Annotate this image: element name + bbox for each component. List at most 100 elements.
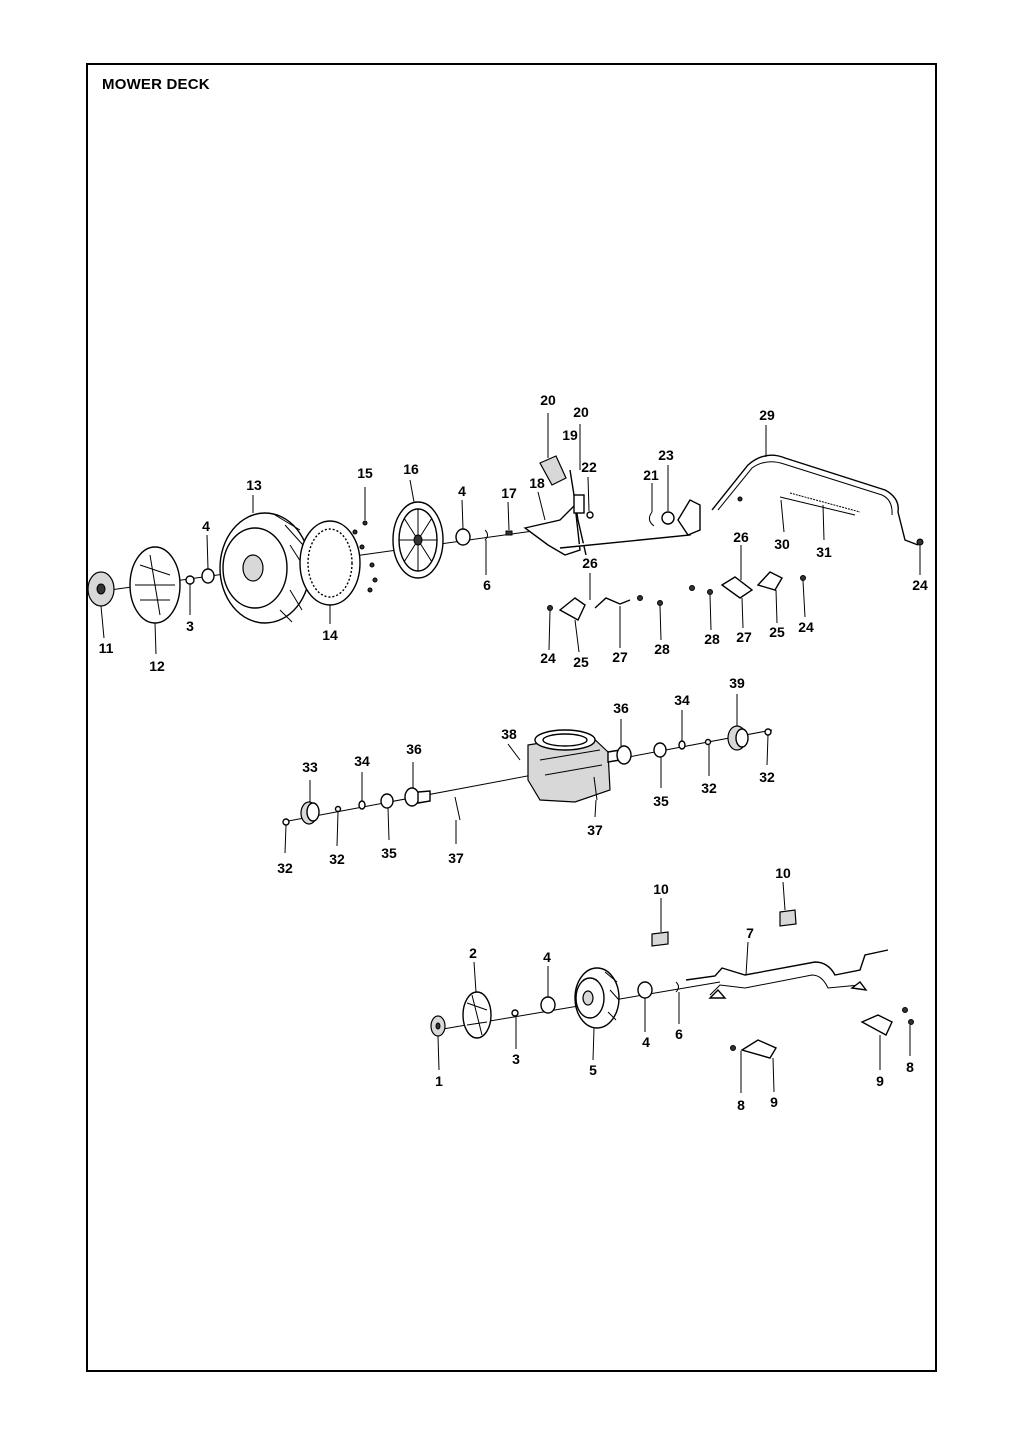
callout-27-a: 27: [736, 629, 752, 645]
rear-wheel-group: [87, 413, 924, 655]
page-title: MOWER DECK: [102, 76, 210, 93]
part-22: [586, 511, 594, 519]
parts-24-28-brackets-left: [547, 595, 663, 621]
callout-7: 7: [746, 925, 754, 941]
callout-26-a: 26: [733, 529, 749, 545]
callout-29: 29: [759, 407, 775, 423]
callout-24-a: 24: [912, 577, 928, 593]
callout-6-b: 6: [675, 1026, 683, 1042]
part-18-shaft-bracket: [523, 491, 581, 556]
part-19-20-lever: [539, 413, 587, 556]
leader-lines-3: [437, 881, 911, 1093]
callout-24-b: 24: [798, 619, 814, 635]
callout-14: 14: [322, 627, 338, 643]
callout-2: 2: [469, 945, 477, 961]
callout-4-a: 4: [458, 483, 466, 499]
leader-lines-1: [100, 425, 921, 655]
callout-4-b: 4: [202, 518, 210, 534]
callout-26-b: 26: [582, 555, 598, 571]
callout-35-b: 35: [381, 845, 397, 861]
callout-4-c: 4: [543, 949, 551, 965]
gearbox-axle-group: [282, 694, 773, 854]
callout-32-c: 32: [329, 851, 345, 867]
callout-25-b: 25: [573, 654, 589, 670]
callout-8-b: 8: [737, 1097, 745, 1113]
part-4-bearing-c: [540, 996, 556, 1014]
callout-9-b: 9: [770, 1094, 778, 1110]
callout-8-a: 8: [906, 1059, 914, 1075]
part-4-bearing-d: [637, 981, 653, 999]
callout-13: 13: [246, 477, 262, 493]
part-4-bearing: [201, 568, 215, 584]
callout-32-d: 32: [277, 860, 293, 876]
callout-31: 31: [816, 544, 832, 560]
part-10-clip-a: [651, 931, 669, 947]
callout-labels: 20 20 19 29 23 21 22 16 15 13 4 17 18 4 …: [99, 392, 928, 1113]
callout-30: 30: [774, 536, 790, 552]
part-37-pin-b: [593, 776, 598, 801]
callout-5: 5: [589, 1062, 597, 1078]
callout-3-a: 3: [186, 618, 194, 634]
callout-12: 12: [149, 658, 165, 674]
part-13-rear-wheel: [219, 512, 311, 624]
part-6-clip-b: [675, 981, 679, 993]
part-3-nut-b: [511, 1009, 519, 1017]
leader-lines-2: [284, 694, 769, 854]
callout-39: 39: [729, 675, 745, 691]
part-10-clip-b: [779, 909, 797, 927]
callout-32-a: 32: [759, 769, 775, 785]
callout-21: 21: [643, 467, 659, 483]
part-38-gearbox: [527, 729, 611, 803]
callout-36-a: 36: [613, 700, 629, 716]
front-axle-group: [430, 881, 914, 1093]
part-16-pulley: [392, 501, 444, 579]
callout-18: 18: [529, 475, 545, 491]
callout-37-b: 37: [448, 850, 464, 866]
callout-28-b: 28: [654, 641, 670, 657]
part-1-hub-cap: [430, 1015, 446, 1037]
part-23-washer: [661, 511, 675, 525]
part-35-bearing-b: [653, 742, 667, 758]
drawing-frame: [86, 63, 937, 1372]
callout-20-b: 20: [573, 404, 589, 420]
part-6-clip: [484, 529, 488, 541]
part-5-front-wheel: [574, 967, 620, 1029]
parts-24-28-brackets-right: [689, 571, 806, 599]
callout-1: 1: [435, 1073, 443, 1089]
callout-38: 38: [501, 726, 517, 742]
part-35-bearing-a: [380, 793, 394, 809]
part-36-bushing-b: [607, 745, 632, 765]
callout-11: 11: [99, 640, 114, 656]
part-34-washer-b: [678, 740, 686, 750]
callout-17: 17: [501, 485, 517, 501]
part-15-screws: [352, 487, 378, 593]
callout-36-b: 36: [406, 741, 422, 757]
callout-32-b: 32: [701, 780, 717, 796]
callout-19: 19: [562, 427, 578, 443]
part-4-bearing-b: [455, 528, 471, 546]
part-21-clip: [648, 511, 655, 527]
callout-27-b: 27: [612, 649, 628, 665]
part-36-bushing-a: [404, 787, 431, 807]
callout-6-a: 6: [483, 577, 491, 593]
callout-10-a: 10: [653, 881, 669, 897]
callout-22: 22: [581, 459, 597, 475]
parts-8-9-brackets: [730, 1007, 914, 1059]
part-32-clip-a: [282, 818, 290, 826]
part-14-ring-gear: [299, 520, 361, 606]
part-3-nut: [185, 575, 195, 585]
part-17-key: [505, 530, 513, 536]
part-34-washer-a: [358, 800, 366, 810]
callout-24-c: 24: [540, 650, 556, 666]
part-12-wheel-cover: [129, 546, 181, 624]
callout-16: 16: [403, 461, 419, 477]
callout-33: 33: [302, 759, 318, 775]
callout-20-a: 20: [540, 392, 556, 408]
callout-35-a: 35: [653, 793, 669, 809]
part-7-front-axle: [685, 949, 889, 999]
callout-23: 23: [658, 447, 674, 463]
callout-9-a: 9: [876, 1073, 884, 1089]
callout-10-b: 10: [775, 865, 791, 881]
callout-15: 15: [357, 465, 373, 481]
